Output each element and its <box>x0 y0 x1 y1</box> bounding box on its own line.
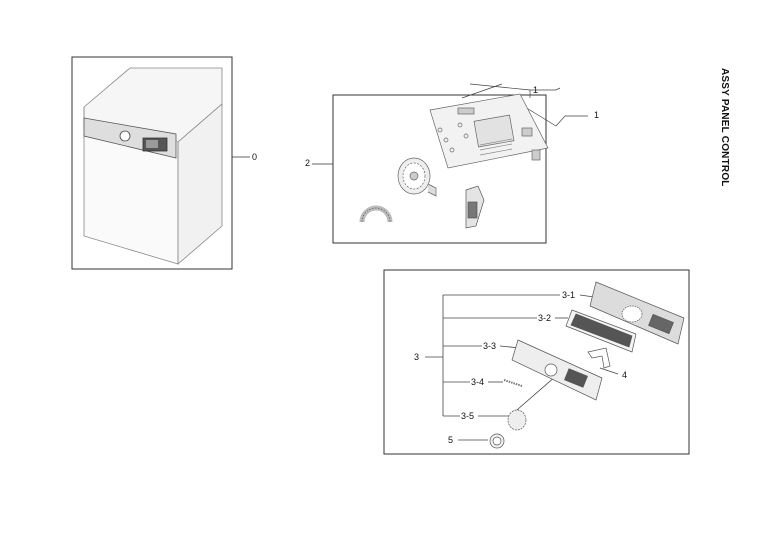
callout-3-3: 3-3 <box>483 341 497 351</box>
callout-1-upper: 1 <box>533 85 539 95</box>
callout-4: 4 <box>622 370 628 380</box>
pcb-illustration <box>429 93 549 169</box>
ring-part <box>359 205 393 223</box>
box-pcb-assy <box>312 83 588 244</box>
callout-3: 3 <box>414 352 420 362</box>
callout-tree <box>425 294 619 441</box>
callout-0: 0 <box>252 152 258 162</box>
box-panel-assy <box>383 269 690 455</box>
callout-3-4: 3-4 <box>471 377 485 387</box>
callout-3-5: 3-5 <box>461 411 475 421</box>
panel-illustrations <box>489 281 685 449</box>
box-washer <box>71 56 250 270</box>
callout-3-1: 3-1 <box>562 290 576 300</box>
callout-1-lower: 1 <box>594 110 600 120</box>
washer-illustration <box>83 67 223 265</box>
callout-2: 2 <box>305 158 311 168</box>
callout-3-2: 3-2 <box>538 313 552 323</box>
callout-5: 5 <box>448 435 454 445</box>
diagram-title: ASSY PANEL CONTROL <box>719 68 730 187</box>
encoder-knob <box>397 157 437 197</box>
connector-part <box>465 185 485 229</box>
